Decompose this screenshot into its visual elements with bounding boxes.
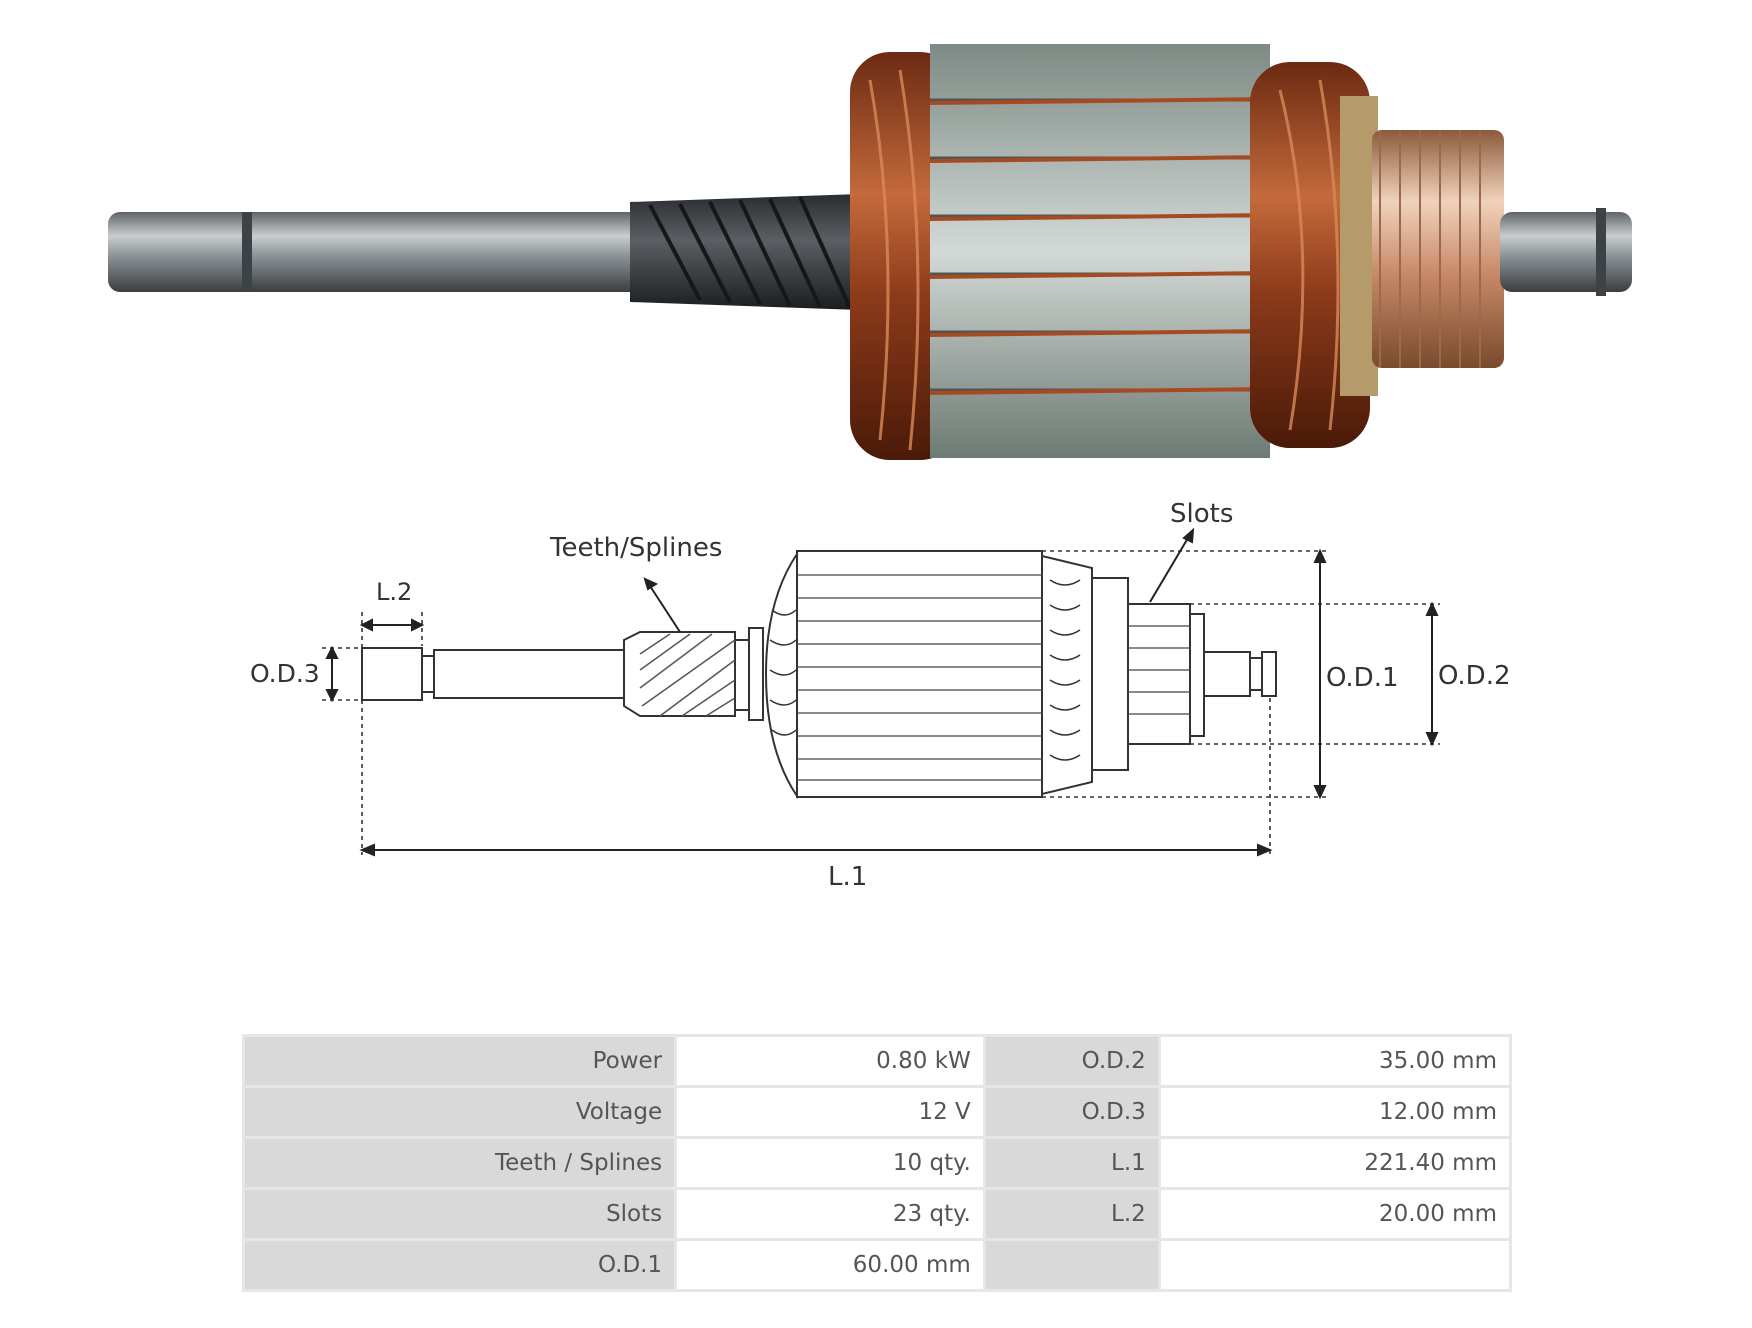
- spec-label: Teeth / Splines: [245, 1139, 675, 1187]
- splines: [623, 631, 736, 717]
- specifications-table: Power 0.80 kW O.D.2 35.00 mm Voltage 12 …: [242, 1034, 1512, 1292]
- spec-value: 23 qty.: [677, 1190, 983, 1238]
- shaft-end: [361, 647, 423, 701]
- shaft: [433, 649, 625, 699]
- spec-value: 0.80 kW: [677, 1037, 983, 1085]
- l2-label: L.2: [376, 578, 412, 606]
- od3-label: O.D.3: [250, 659, 320, 688]
- armature-photo: [108, 44, 1632, 460]
- od1-label: O.D.1: [1326, 663, 1399, 693]
- spec-label: Voltage: [245, 1088, 675, 1136]
- spec-value: 12 V: [677, 1088, 983, 1136]
- spec-label: [985, 1241, 1158, 1289]
- spec-label: O.D.2: [985, 1037, 1158, 1085]
- table-row: Teeth / Splines 10 qty. L.1 221.40 mm: [245, 1139, 1509, 1187]
- slots-label: Slots: [1170, 499, 1233, 529]
- spec-label: O.D.1: [245, 1241, 675, 1289]
- spec-label: L.1: [985, 1139, 1158, 1187]
- commutator: [1127, 603, 1191, 745]
- table-row: Slots 23 qty. L.2 20.00 mm: [245, 1190, 1509, 1238]
- spec-label: O.D.3: [985, 1088, 1158, 1136]
- spec-value: 20.00 mm: [1160, 1190, 1509, 1238]
- od2-label: O.D.2: [1438, 661, 1511, 691]
- spec-label: Slots: [245, 1190, 675, 1238]
- spec-value: 12.00 mm: [1160, 1088, 1509, 1136]
- teeth-splines-label: Teeth/Splines: [549, 533, 722, 563]
- l1-label: L.1: [828, 862, 867, 892]
- right-winding: [1041, 554, 1093, 796]
- table-row: Voltage 12 V O.D.3 12.00 mm: [245, 1088, 1509, 1136]
- spec-value: 60.00 mm: [677, 1241, 983, 1289]
- table-row: Power 0.80 kW O.D.2 35.00 mm: [245, 1037, 1509, 1085]
- spec-label: L.2: [985, 1190, 1158, 1238]
- table-row: O.D.1 60.00 mm: [245, 1241, 1509, 1289]
- spec-value: 35.00 mm: [1160, 1037, 1509, 1085]
- lamination-core: [796, 550, 1043, 798]
- armature-diagram: Teeth/Splines Slots L.2 O.D.3 O.D.1 O.D.…: [250, 499, 1511, 892]
- spec-value: 10 qty.: [677, 1139, 983, 1187]
- spec-value: 221.40 mm: [1160, 1139, 1509, 1187]
- spec-label: Power: [245, 1037, 675, 1085]
- spec-value: [1160, 1241, 1509, 1289]
